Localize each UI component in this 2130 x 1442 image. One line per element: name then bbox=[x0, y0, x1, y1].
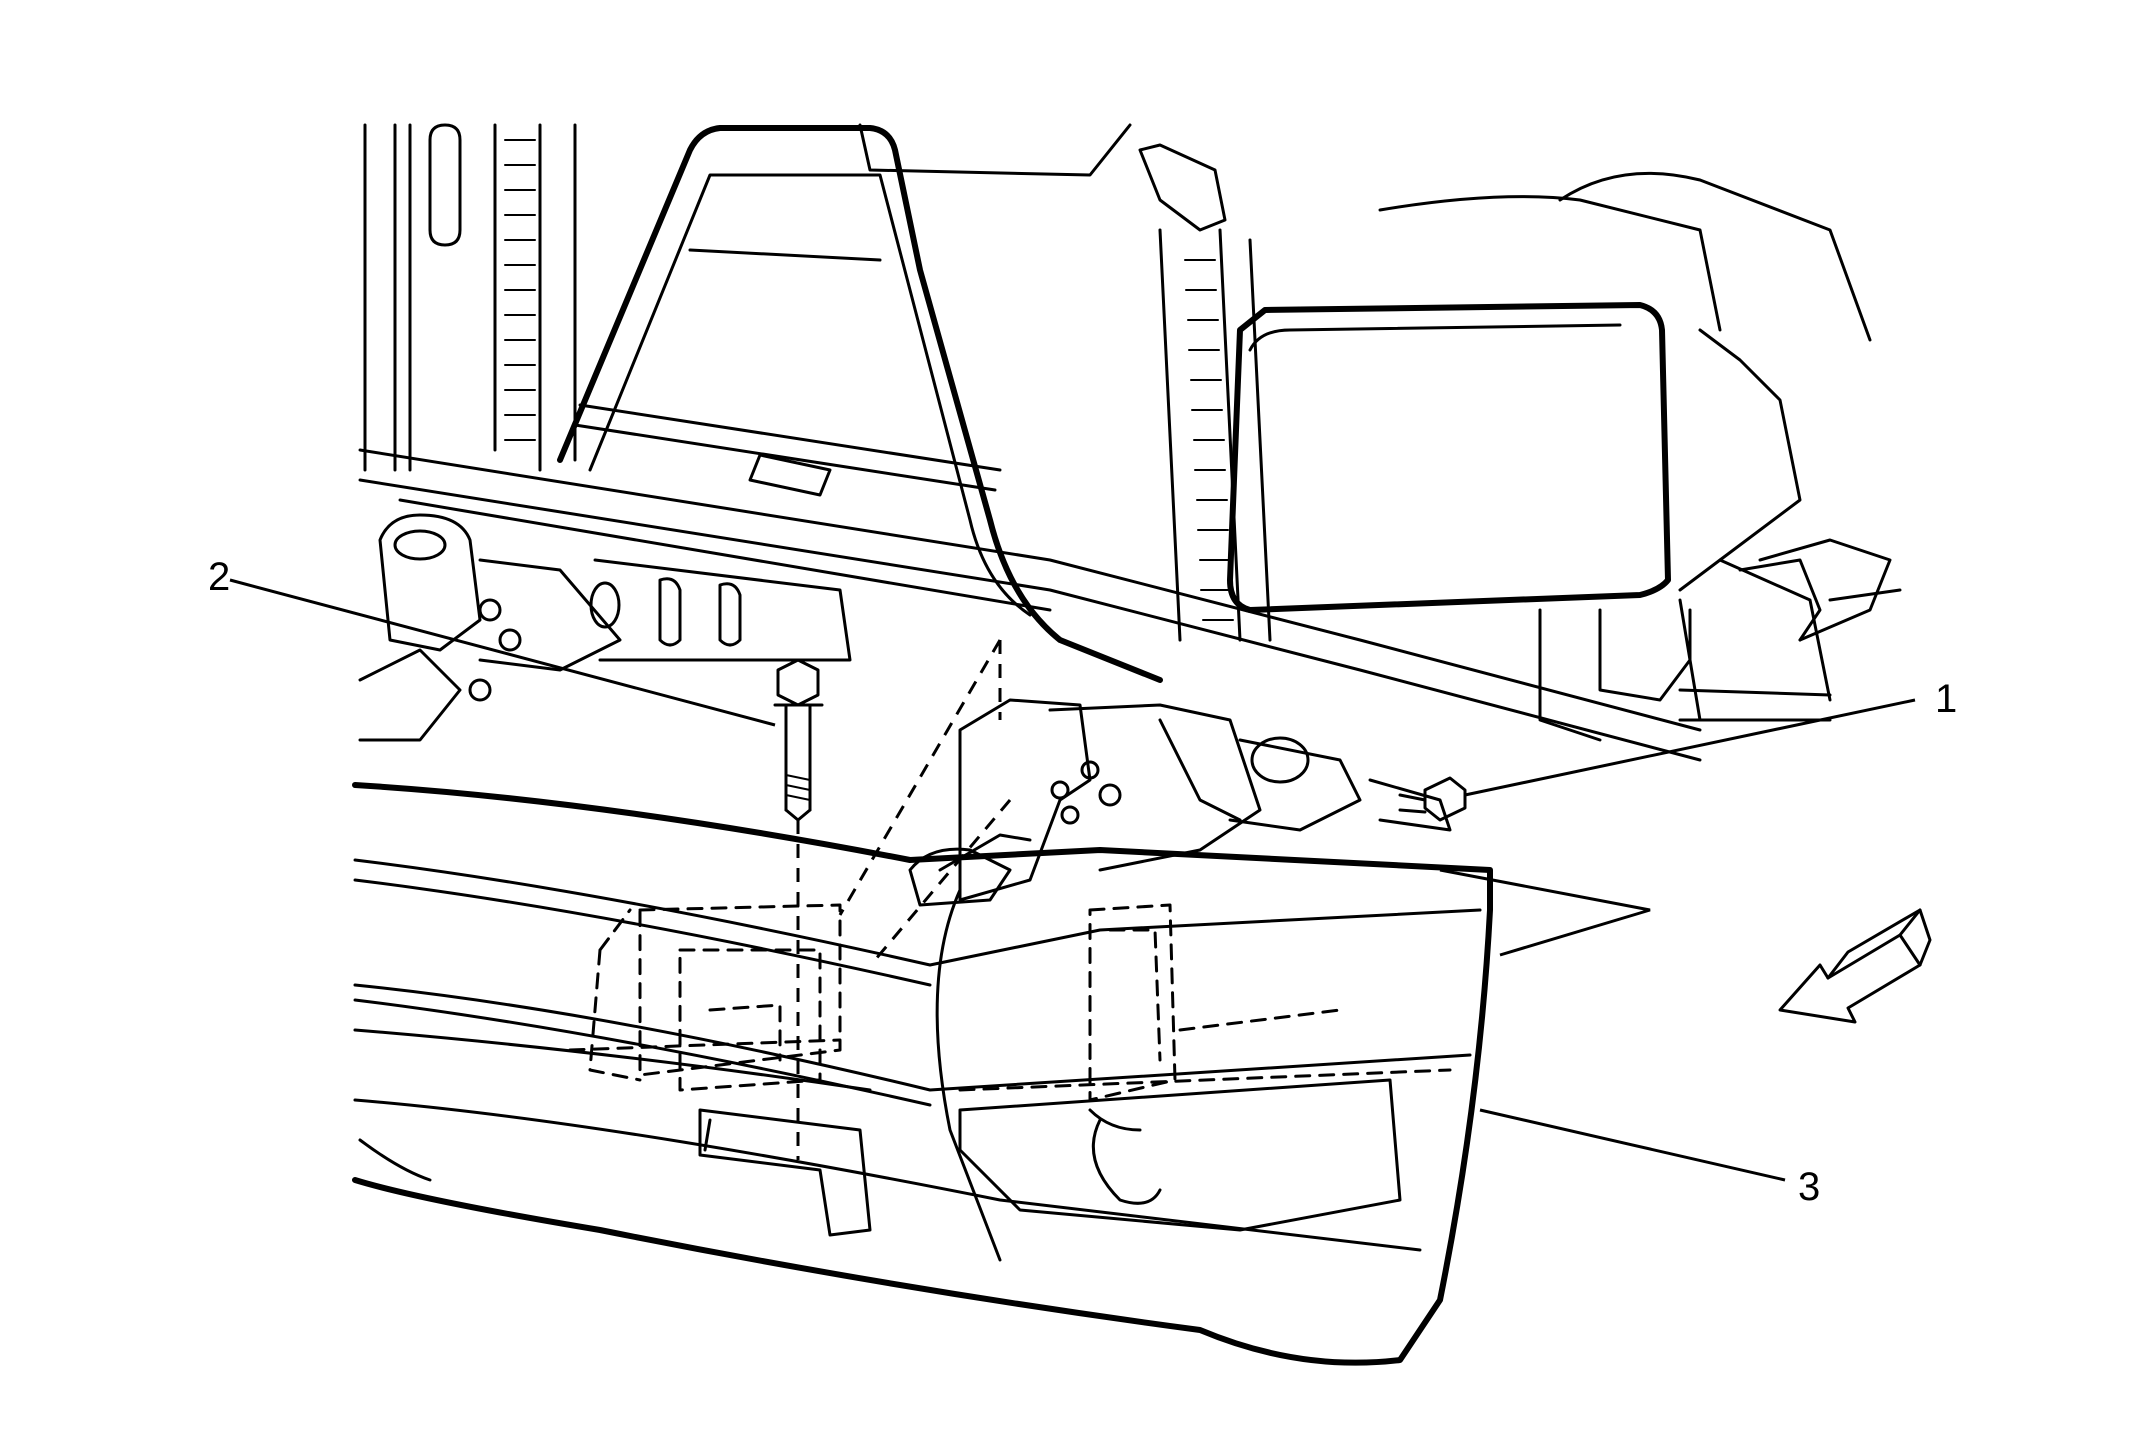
callout-leaders bbox=[229, 578, 1916, 1182]
bolt-fastener-right bbox=[1398, 776, 1467, 822]
bolt-fastener bbox=[773, 658, 824, 1160]
leader-line-2 bbox=[229, 578, 776, 727]
alignment-leaders bbox=[838, 639, 1651, 961]
headlamp-assembly bbox=[1227, 171, 1892, 742]
leader-line-3 bbox=[1479, 1108, 1786, 1182]
callout-1: 1 bbox=[1935, 677, 1957, 721]
right-radiator-fins bbox=[1184, 259, 1234, 621]
right-lower-bracket bbox=[1678, 558, 1902, 722]
callout-2: 2 bbox=[208, 555, 230, 599]
left-radiator-fins bbox=[504, 139, 536, 441]
direction-arrow-icon bbox=[1778, 908, 1932, 1024]
leader-line-1 bbox=[1464, 698, 1916, 797]
left-frame-mount bbox=[358, 513, 852, 742]
front-bumper bbox=[352, 782, 1493, 1366]
frame-rail-and-mount bbox=[908, 698, 1452, 907]
radiator-support bbox=[358, 123, 1702, 762]
callout-3: 3 bbox=[1798, 1165, 1820, 1209]
